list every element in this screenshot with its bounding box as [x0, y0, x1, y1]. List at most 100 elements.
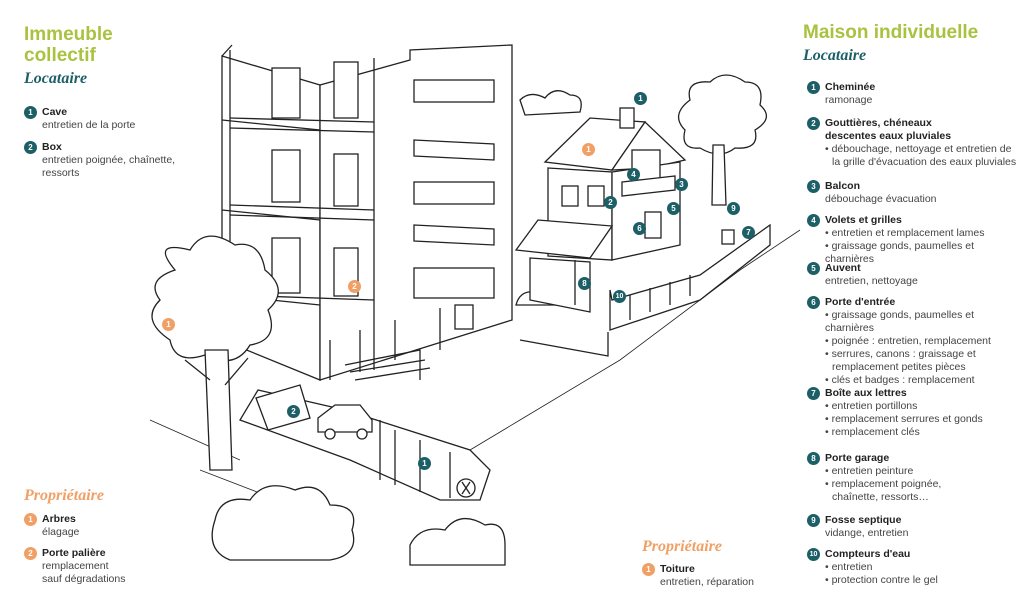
item-bullet: entretien et remplacement lames [825, 227, 1022, 240]
tree-left [151, 235, 279, 471]
building-proprietaire-heading: Propriétaire [24, 487, 104, 504]
building-locataire-item-2: 2 Box entretien poignée, chaînette, ress… [24, 141, 204, 180]
badge-septic-tank: 9 [727, 202, 740, 215]
building-proprietaire-item-2: 2 Porte palière remplacement sauf dégrad… [24, 547, 204, 586]
building-locataire-item-1: 1 Cave entretien de la porte [24, 106, 204, 132]
house-item-10: 10 Compteurs d'eau entretien protection … [807, 548, 1022, 587]
number-badge: 1 [642, 563, 655, 576]
item-title: Cave [42, 106, 68, 118]
item-title: Balcon [825, 180, 861, 192]
item-title: Cheminée [825, 81, 876, 93]
badge-gutter: 2 [604, 196, 617, 209]
badge-apartment-door: 2 [348, 280, 361, 293]
item-title: Boîte aux lettres [825, 387, 907, 399]
number-badge: 3 [807, 180, 820, 193]
item-bullet: poignée : entretien, remplacement [825, 335, 1022, 348]
badge-cellar: 1 [418, 457, 431, 470]
number-badge: 4 [807, 214, 820, 227]
house-item-3: 3 Balcon débouchage évacuation [807, 180, 1022, 206]
house-item-5: 5 Auvent entretien, nettoyage [807, 262, 1022, 288]
house-locataire-heading: Locataire [803, 47, 867, 64]
item-desc: sauf dégradations [42, 573, 126, 585]
item-desc: entretien, nettoyage [825, 275, 918, 287]
badge-balcony: 3 [675, 178, 688, 191]
item-bullet: remplacement serrures et gonds [825, 413, 1022, 426]
house-item-4: 4 Volets et grilles entretien et remplac… [807, 214, 1022, 266]
number-badge: 9 [807, 514, 820, 527]
item-title: Arbres [42, 513, 76, 525]
badge-mailbox: 7 [742, 226, 755, 239]
item-title: Porte palière [42, 547, 106, 559]
item-desc: entretien, réparation [660, 576, 754, 588]
item-desc: remplacement petites pièces [832, 361, 966, 373]
item-desc: remplacement [42, 560, 109, 572]
house-title: Maison individuelle [803, 22, 979, 43]
item-bullet: protection contre le gel [825, 574, 1022, 587]
item-title: Porte d'entrée [825, 296, 896, 308]
item-title: Toiture [660, 563, 695, 575]
house-item-8: 8 Porte garage entretien peinture rempla… [807, 452, 1022, 504]
house-proprietaire-heading: Propriétaire [642, 538, 722, 555]
item-title: Auvent [825, 262, 861, 274]
item-title: Porte garage [825, 452, 890, 464]
number-badge: 8 [807, 452, 820, 465]
item-bullet: entretien portillons [825, 400, 1022, 413]
item-bullet: entretien [825, 561, 1022, 574]
badge-shutters: 4 [627, 168, 640, 181]
item-desc: chaînette, ressorts… [832, 491, 929, 503]
house-item-9: 9 Fosse septique vidange, entretien [807, 514, 1022, 540]
item-bullet: entretien peinture [825, 465, 1022, 478]
number-badge: 10 [807, 548, 820, 561]
number-badge: 5 [807, 262, 820, 275]
building-title: Immeuble collectif [24, 24, 113, 66]
car-and-box [255, 384, 373, 440]
number-badge: 7 [807, 387, 820, 400]
building-proprietaire-item-1: 1 Arbres élagage [24, 513, 204, 539]
badge-awning: 5 [667, 202, 680, 215]
building-locataire-heading: Locataire [24, 70, 88, 87]
item-desc: ramonage [825, 94, 873, 106]
item-bullet: débouchage, nettoyage et entretien de [825, 143, 1022, 156]
item-title: Gouttières, chéneaux [825, 117, 932, 129]
number-badge: 1 [807, 81, 820, 94]
badge-chimney: 1 [634, 92, 647, 105]
item-desc: entretien poignée, chaînette, [42, 154, 176, 166]
item-title: Box [42, 141, 62, 153]
badge-tree: 1 [162, 318, 175, 331]
badge-garage-door: 8 [578, 277, 591, 290]
badge-water-meter: 10 [613, 290, 626, 303]
item-desc: élagage [42, 526, 80, 538]
house-item-7: 7 Boîte aux lettres entretien portillons… [807, 387, 1022, 439]
number-badge: 2 [807, 117, 820, 130]
number-badge: 6 [807, 296, 820, 309]
number-badge: 2 [24, 141, 37, 154]
house-item-1: 1 Cheminée ramonage [807, 81, 1022, 107]
item-desc: vidange, entretien [825, 527, 909, 539]
item-title: Volets et grilles [825, 214, 902, 226]
item-desc: débouchage évacuation [825, 193, 937, 205]
badge-front-door: 6 [633, 222, 646, 235]
item-title: descentes eaux pluviales [825, 130, 952, 142]
number-badge: 2 [24, 547, 37, 560]
house-proprietaire-item-1: 1 Toiture entretien, réparation [642, 563, 792, 589]
item-bullet: clés et badges : remplacement [825, 374, 1022, 387]
item-bullet: serrures, canons : graissage et [825, 348, 1022, 361]
house [514, 74, 771, 357]
building-title-line1: Immeuble [24, 24, 113, 45]
number-badge: 1 [24, 513, 37, 526]
item-desc: entretien de la porte [42, 119, 136, 131]
item-title: Fosse septique [825, 514, 902, 526]
badge-garage-box: 2 [287, 405, 300, 418]
item-desc: ressorts [42, 167, 80, 179]
item-desc: la grille d'évacuation des eaux pluviale… [832, 156, 1017, 168]
item-title: Compteurs d'eau [825, 548, 911, 560]
bushes [211, 485, 506, 566]
house-item-6: 6 Porte d'entrée graissage gonds, paumel… [807, 296, 1022, 387]
building-title-line2: collectif [24, 45, 96, 66]
house-item-2: 2 Gouttières, chéneaux descentes eaux pl… [807, 117, 1022, 169]
badge-house-roof: 1 [582, 143, 595, 156]
item-bullet: remplacement clés [825, 426, 1022, 439]
item-bullet: graissage gonds, paumelles et charnières [825, 240, 1022, 266]
number-badge: 1 [24, 106, 37, 119]
